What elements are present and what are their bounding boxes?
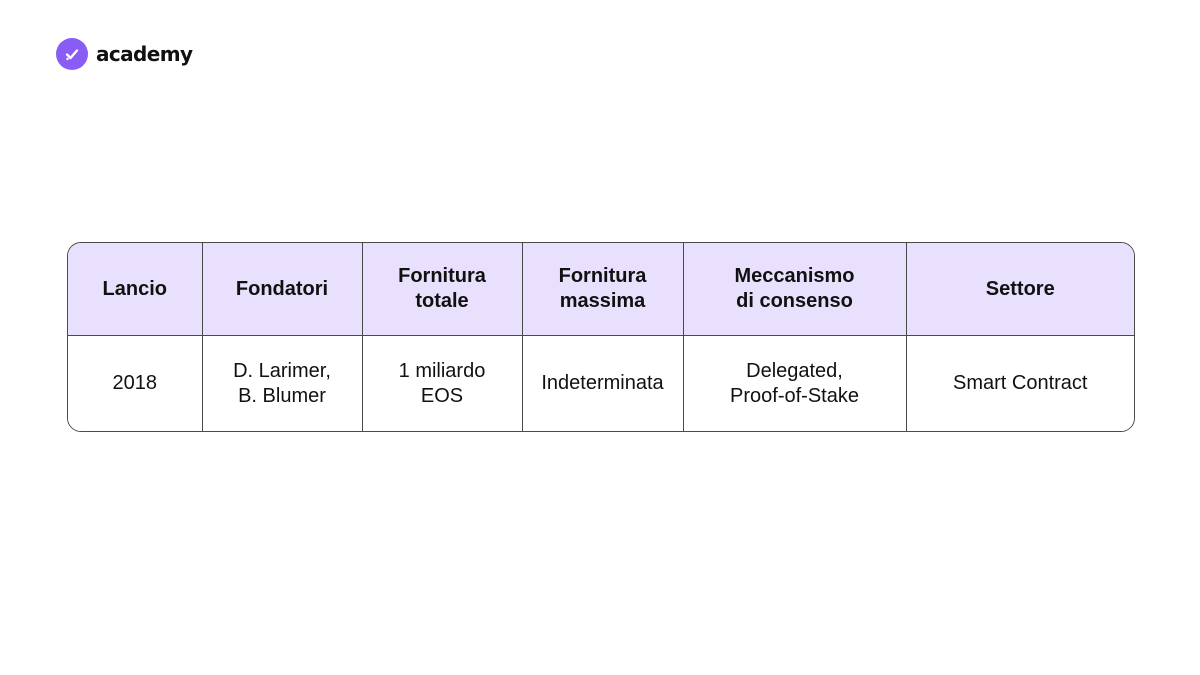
brand-name: academy <box>96 42 193 66</box>
header-lancio: Lancio <box>68 243 203 336</box>
cell-fondatori: D. Larimer, B. Blumer <box>202 335 363 431</box>
check-badge-icon <box>56 38 88 70</box>
header-fornitura-totale: Fornitura totale <box>362 243 523 336</box>
cell-settore: Smart Contract <box>906 335 1134 431</box>
header-settore: Settore <box>906 243 1134 336</box>
header-meccanismo-consenso: Meccanismo di consenso <box>683 243 907 336</box>
table-row: 2018 D. Larimer, B. Blumer 1 miliardo EO… <box>68 335 1134 431</box>
header-fondatori: Fondatori <box>202 243 363 336</box>
cell-fornitura-totale: 1 miliardo EOS <box>362 335 523 431</box>
cell-meccanismo-consenso: Delegated, Proof-of-Stake <box>683 335 907 431</box>
header-fornitura-massima: Fornitura massima <box>522 243 684 336</box>
table-header-row: Lancio Fondatori Fornitura totale Fornit… <box>68 243 1134 336</box>
cell-lancio: 2018 <box>68 335 203 431</box>
cell-fornitura-massima: Indeterminata <box>522 335 684 431</box>
info-table: Lancio Fondatori Fornitura totale Fornit… <box>67 242 1135 432</box>
brand-logo: academy <box>56 38 193 70</box>
